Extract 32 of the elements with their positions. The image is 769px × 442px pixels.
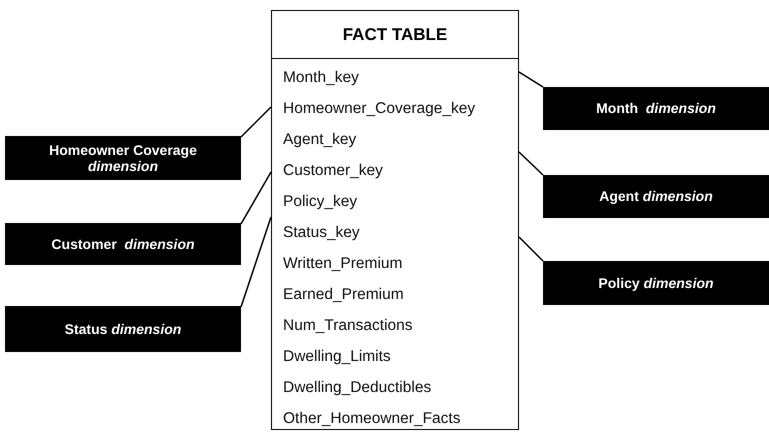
dimension-box [543, 87, 769, 130]
field-name: Homeowner_Coverage_key [282, 99, 476, 119]
fact-table [271, 10, 519, 430]
field-name: Dwelling_Deductibles [282, 378, 432, 398]
connector-line [518, 151, 544, 176]
dimension-label: Agent dimension [599, 188, 713, 205]
dimension-box [5, 136, 241, 180]
field-name: Month_key [282, 68, 360, 88]
dimension-label: Policy dimension [598, 274, 714, 292]
dimension-label: Status dimension [64, 320, 182, 338]
dimension-box [543, 261, 769, 305]
field-name: Status_key [282, 223, 361, 243]
field-name: Customer_key [282, 161, 384, 181]
table-title: FACT TABLE [272, 11, 518, 59]
connector-line [518, 71, 544, 88]
dimension-box [543, 175, 769, 218]
dimension-label: Month dimension [596, 100, 716, 117]
dimension-box [5, 306, 241, 352]
field-name: Earned_Premium [282, 285, 405, 305]
field-name: Written_Premium [282, 254, 404, 274]
dimension-label: Homeowner Coverage dimension [48, 142, 198, 174]
dimension-box [5, 223, 241, 265]
dimension-label: Customer dimension [51, 236, 195, 252]
connector-line [518, 236, 544, 262]
connector-line [240, 216, 272, 308]
connector-line [240, 106, 272, 138]
connector-line [240, 172, 272, 224]
field-name: Num_Transactions [282, 316, 414, 336]
field-name: Agent_key [282, 130, 358, 150]
field-name: Dwelling_Limits [282, 347, 392, 367]
field-name: Other_Homeowner_Facts [282, 409, 462, 429]
field-name: Policy_key [282, 192, 358, 212]
